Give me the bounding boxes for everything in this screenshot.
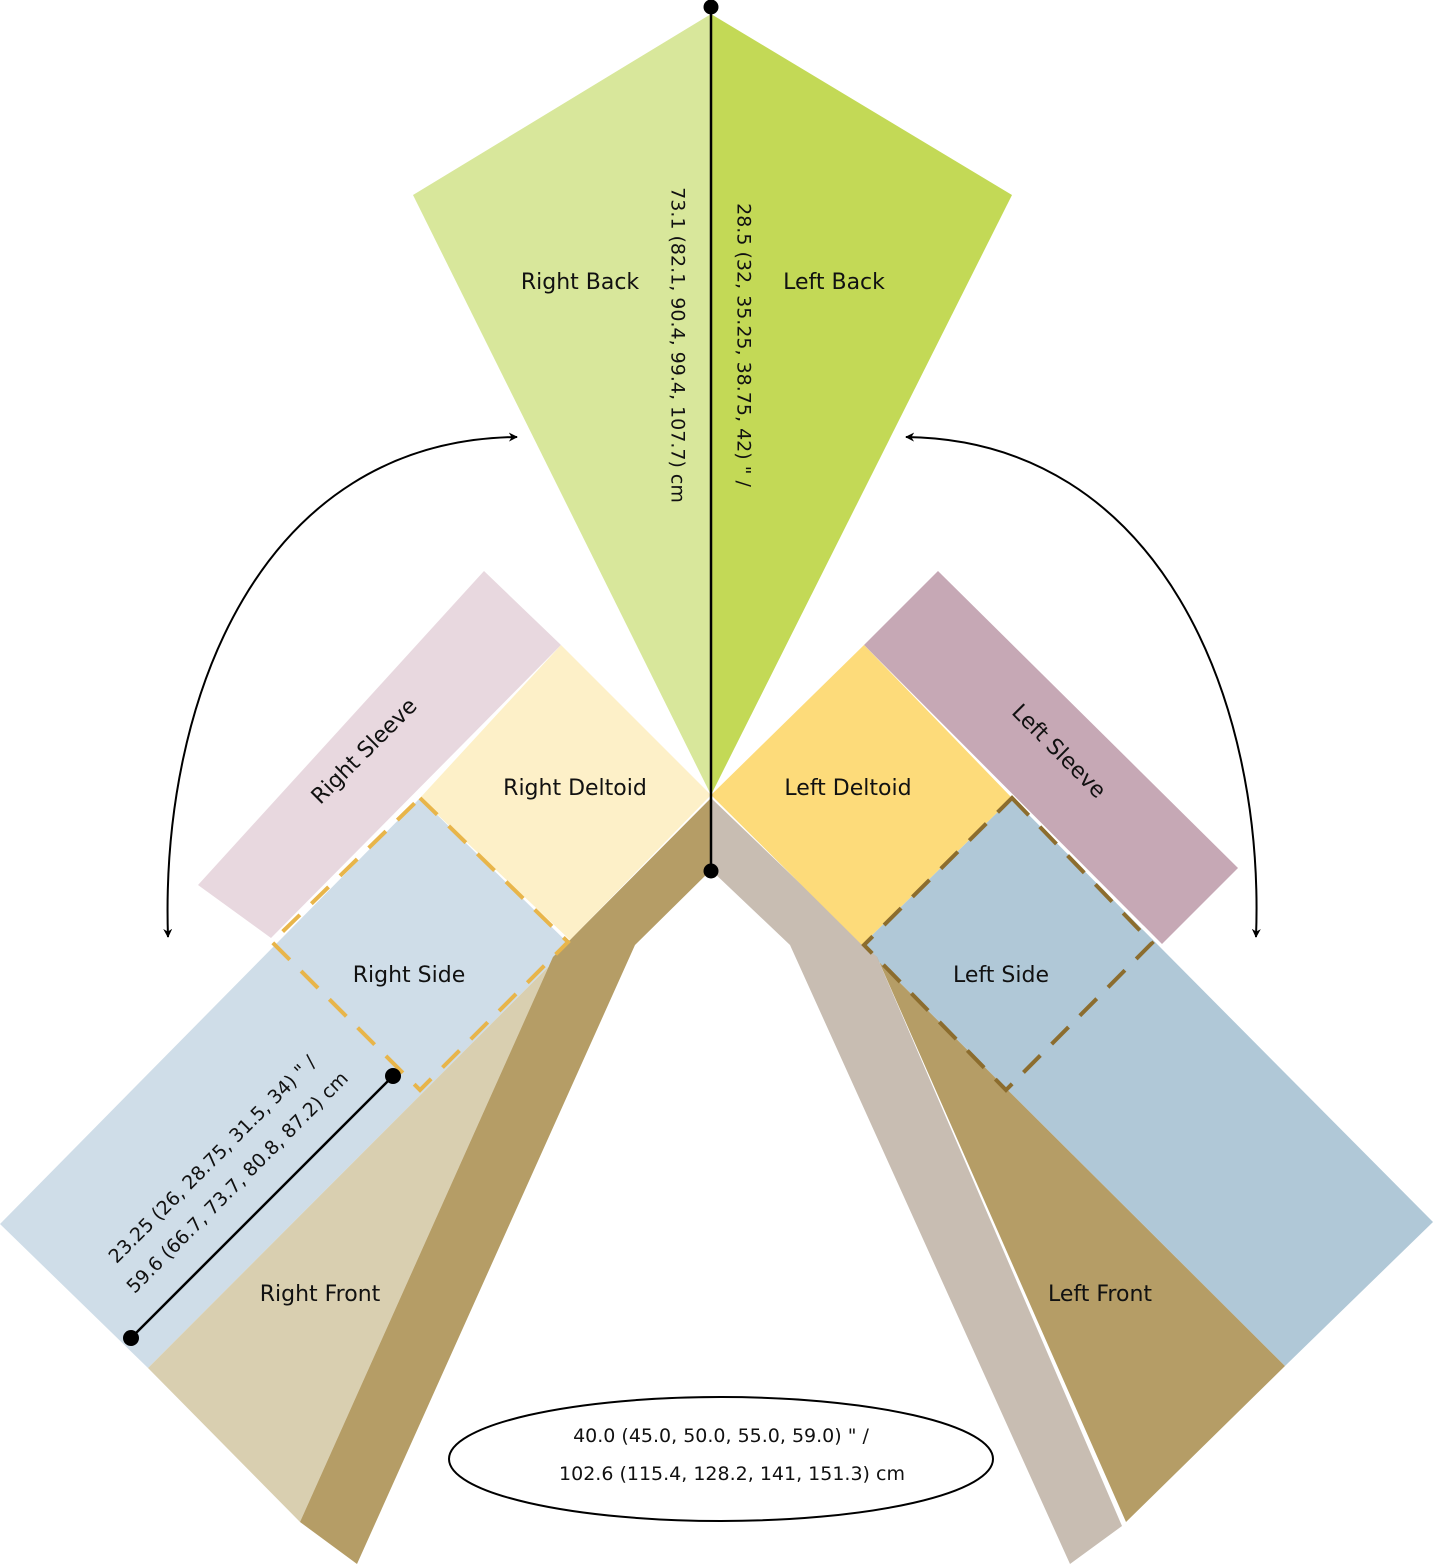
- left-back-label: Left Back: [783, 270, 885, 295]
- right-deltoid-label: Right Deltoid: [503, 776, 647, 801]
- back-length-endpoint-top: [703, 0, 719, 15]
- back-length-endpoint-bottom: [703, 863, 719, 879]
- left-deltoid-label: Left Deltoid: [784, 776, 911, 801]
- circumference-cm: 102.6 (115.4, 128.2, 141, 151.3) cm: [559, 1463, 905, 1485]
- right-back-panel: [413, 14, 711, 795]
- right-back-label: Right Back: [521, 270, 640, 295]
- left-side-body-panel: [862, 798, 1433, 1366]
- right-seam-arrow: [163, 432, 518, 938]
- back-length-cm: 73.1 (82.1, 90.4, 99.4, 107.7) cm: [667, 187, 689, 503]
- right-side-body-panel: [0, 798, 570, 1368]
- left-front-panel: [862, 945, 1285, 1522]
- front-length-line: [130, 1075, 394, 1339]
- left-seam-arrow: [905, 432, 1261, 938]
- circumference-ellipse: [448, 1396, 994, 1522]
- left-front-label: Left Front: [1048, 1282, 1152, 1307]
- circumference-inches: 40.0 (45.0, 50.0, 55.0, 59.0) " /: [573, 1425, 869, 1447]
- right-front-panel: [148, 945, 570, 1522]
- left-front-band: [711, 798, 1122, 1564]
- right-front-band: [300, 798, 711, 1564]
- front-length-endpoint-top: [385, 1068, 401, 1084]
- right-front-label: Right Front: [260, 1282, 381, 1307]
- front-length-endpoint-bottom: [123, 1330, 139, 1346]
- left-back-panel: [711, 14, 1012, 795]
- back-length-inches: 28.5 (32, 35.25, 38.75, 42) " /: [733, 203, 755, 487]
- left-side-label: Left Side: [953, 963, 1049, 988]
- right-side-label: Right Side: [353, 963, 466, 988]
